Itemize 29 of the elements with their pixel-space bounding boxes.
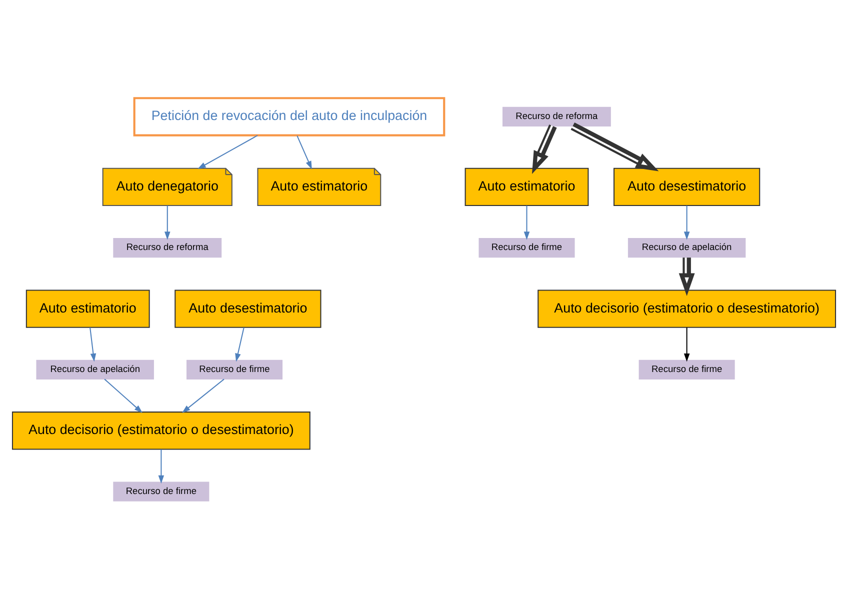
node-box: Recurso de apelación: [36, 360, 154, 380]
node-box: Recurso de reforma: [502, 106, 611, 127]
node-box: Recurso de apelación: [628, 238, 746, 258]
arrow: [678, 258, 695, 296]
node-box: Auto desestimatorio: [614, 168, 760, 206]
arrow: [90, 327, 96, 362]
arrow: [296, 135, 312, 170]
node-box: Recurso de reforma: [113, 238, 222, 258]
arrow: [104, 378, 143, 414]
arrow: [684, 327, 690, 362]
arrow: [164, 206, 170, 240]
arrow: [198, 135, 258, 170]
node-box: Auto desestimatorio: [174, 290, 322, 328]
node-box: Recurso de firme: [638, 360, 735, 380]
node-box: Auto decisorio (estimatorio o desestimatorio): [12, 412, 310, 450]
node-box: Recurso de firme: [478, 238, 575, 258]
node-box: Auto estimatorio: [464, 168, 589, 206]
node-box: Recurso de firme: [113, 482, 210, 502]
node-box: Auto estimatorio: [26, 290, 150, 328]
arrow: [684, 206, 690, 240]
arrow: [532, 124, 557, 174]
arrow: [570, 122, 659, 172]
arrow: [235, 327, 244, 362]
arrow: [524, 206, 530, 240]
arrow: [182, 378, 224, 413]
arrow: [158, 449, 164, 484]
node-box: Petición de revocación del auto de inculpación: [133, 97, 446, 136]
node-box: Auto decisorio (estimatorio o desestimatorio): [538, 290, 836, 328]
node-box: Recurso de firme: [186, 360, 283, 380]
